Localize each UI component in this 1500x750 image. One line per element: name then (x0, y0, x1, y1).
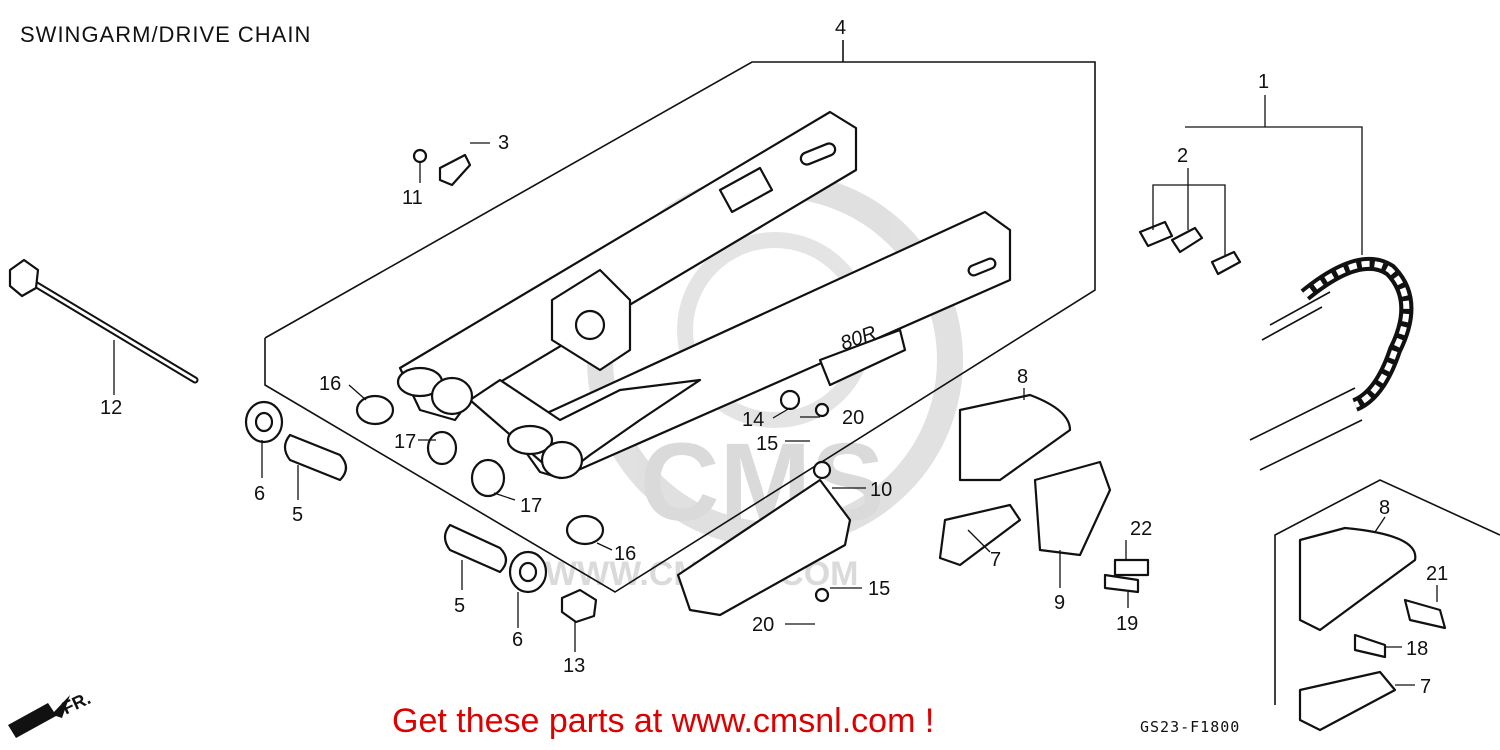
callout-17b: 17 (520, 495, 542, 517)
callout-6a: 6 (254, 483, 265, 505)
callout-15b: 15 (868, 578, 890, 600)
callout-8b: 8 (1379, 497, 1390, 519)
callout-18: 18 (1406, 638, 1428, 660)
callout-14: 14 (742, 409, 764, 431)
callout-5a: 5 (292, 504, 303, 526)
chain-slider (676, 389, 852, 617)
callout-19: 19 (1116, 613, 1138, 635)
callout-16a: 16 (319, 373, 341, 395)
callout-17a: 17 (394, 431, 416, 453)
front-direction-arrow: FR. (8, 688, 94, 738)
callout-7b: 7 (1420, 676, 1431, 698)
page-title: SWINGARM/DRIVE CHAIN (20, 22, 312, 47)
callout-15a: 15 (756, 433, 778, 455)
callout-21: 21 (1426, 563, 1448, 585)
chain-guide (938, 393, 1150, 594)
pivot-hardware (244, 394, 605, 624)
drive-chain (1138, 220, 1414, 471)
get-parts-link[interactable]: Get these parts at www.cmsnl.com ! (392, 702, 935, 740)
callout-4: 4 (835, 17, 846, 39)
callout-13: 13 (563, 655, 585, 677)
callout-7a: 7 (990, 549, 1001, 571)
callout-12: 12 (100, 397, 122, 419)
callout-11: 11 (402, 187, 423, 209)
callout-10: 10 (870, 479, 892, 501)
callout-8a: 8 (1017, 366, 1028, 388)
callout-9: 9 (1054, 592, 1065, 614)
leader-lines (113, 95, 1438, 686)
callout-20a: 20 (842, 407, 864, 429)
callout-22: 22 (1130, 518, 1152, 540)
diagram-code: GS23-F1800 (1140, 718, 1241, 736)
hose-clamp (412, 148, 472, 187)
swingarm: 80R (396, 110, 1012, 480)
pivot-bolt (8, 258, 199, 384)
callout-3: 3 (498, 132, 509, 154)
callout-labels: 4 1 2 3 11 12 16 17 17 6 5 16 5 6 13 14 … (100, 17, 1448, 698)
front-label: FR. (59, 688, 94, 718)
callout-6b: 6 (512, 629, 523, 651)
callout-2: 2 (1177, 145, 1188, 167)
callout-5b: 5 (454, 595, 465, 617)
callout-1: 1 (1258, 71, 1269, 93)
swingarm-group-outline (264, 40, 1096, 593)
callout-16b: 16 (614, 543, 636, 565)
detail-inset (1274, 479, 1500, 732)
callout-20b: 20 (752, 614, 774, 636)
